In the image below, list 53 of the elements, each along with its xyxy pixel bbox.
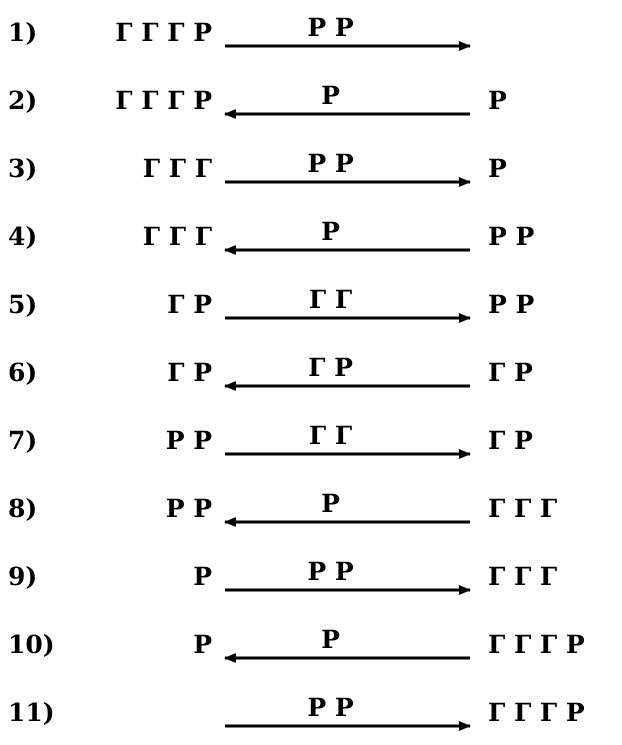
edge-label: Г Г: [308, 286, 354, 314]
bank-text: Г Р: [488, 426, 533, 456]
bank-text: Р Р: [488, 290, 534, 320]
bank-text: Г Р: [488, 358, 533, 388]
arrow: [225, 41, 471, 51]
row-number: 3): [8, 154, 38, 184]
bank-text: Г Г Г: [488, 562, 558, 592]
bank-text: Г Г Г: [488, 494, 558, 524]
edge-label: Р Р: [306, 14, 355, 42]
arrow: [225, 585, 471, 595]
bank-text: Р: [488, 154, 507, 184]
bank-text: Р: [488, 86, 507, 116]
edge-label: Г Г: [308, 422, 354, 450]
row-number: 8): [8, 494, 38, 524]
bank-text: Р Р: [166, 426, 212, 456]
bank-text: Г Г Г Р: [115, 86, 212, 116]
bank-text: Г Г Г Р: [488, 630, 585, 660]
row-number: 9): [8, 562, 38, 592]
edge-label: Р: [320, 626, 341, 654]
arrow: [225, 449, 471, 459]
row-number: 11): [8, 698, 55, 728]
edge-label: Г Р: [307, 354, 354, 382]
bank-text: Р: [193, 562, 212, 592]
bank-text: Г Г Г: [142, 222, 212, 252]
arrow: [224, 653, 470, 663]
bank-text: Г Г Г: [142, 154, 212, 184]
row-number: 2): [8, 86, 38, 116]
arrow: [225, 313, 471, 323]
bank-text: Р: [193, 630, 212, 660]
arrow: [224, 245, 470, 255]
bank-text: Г Р: [167, 358, 212, 388]
arrow: [224, 517, 470, 527]
edge-label: Р: [320, 82, 341, 110]
edge-label: Р Р: [306, 150, 355, 178]
edge-label: Р Р: [306, 558, 355, 586]
edge-label: Р Р: [306, 694, 355, 722]
edge-label: Р: [320, 490, 341, 518]
arrow: [224, 381, 470, 391]
bank-text: Г Г Г Р: [488, 698, 585, 728]
row-number: 5): [8, 290, 38, 320]
edge-label: Р: [320, 218, 341, 246]
arrow: [224, 109, 470, 119]
bank-text: Р Р: [488, 222, 534, 252]
row-number: 6): [8, 358, 38, 388]
row-number: 10): [8, 630, 55, 660]
row-number: 1): [8, 18, 38, 48]
row-number: 7): [8, 426, 38, 456]
bank-text: Г Г Г Р: [115, 18, 212, 48]
arrow: [225, 177, 471, 187]
bank-text: Г Р: [167, 290, 212, 320]
arrow: [225, 721, 471, 731]
bank-text: Р Р: [166, 494, 212, 524]
row-number: 4): [8, 222, 38, 252]
